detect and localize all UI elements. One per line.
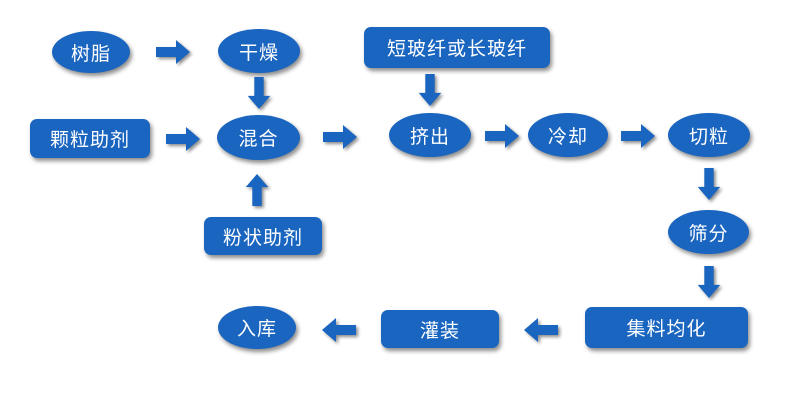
node-sieve: 筛分 bbox=[668, 210, 749, 254]
arrow-cool-to-pelletize bbox=[620, 124, 656, 148]
node-cool: 冷却 bbox=[528, 113, 608, 157]
node-homogenize: 集料均化 bbox=[585, 307, 748, 348]
node-powder-aid: 粉状助剂 bbox=[204, 217, 322, 255]
arrow-granule-aid-to-mix bbox=[166, 127, 200, 151]
node-resin: 树脂 bbox=[52, 31, 130, 73]
node-dry: 干燥 bbox=[218, 29, 300, 73]
node-store: 入库 bbox=[218, 306, 296, 349]
node-granule-aid: 颗粒助剂 bbox=[30, 119, 150, 158]
arrow-fill-to-store bbox=[320, 318, 358, 342]
node-pelletize: 切粒 bbox=[668, 113, 750, 157]
arrow-powder-aid-to-mix bbox=[245, 174, 269, 206]
node-mix: 混合 bbox=[217, 115, 300, 160]
arrow-dry-to-mix bbox=[247, 77, 271, 109]
node-extrude: 挤出 bbox=[389, 113, 471, 157]
arrow-mix-to-extrude bbox=[322, 125, 358, 149]
arrow-extrude-to-cool bbox=[484, 124, 520, 148]
arrow-homogenize-to-fill bbox=[522, 318, 560, 342]
node-short-or-long-glass-fiber: 短玻纤或长玻纤 bbox=[364, 27, 550, 68]
arrow-resin-to-dry bbox=[156, 40, 190, 64]
node-fill: 灌装 bbox=[381, 310, 499, 348]
arrow-sieve-to-homogenize bbox=[697, 266, 721, 298]
arrow-fiber-to-extrude bbox=[418, 74, 442, 106]
arrow-pelletize-to-sieve bbox=[697, 168, 721, 200]
